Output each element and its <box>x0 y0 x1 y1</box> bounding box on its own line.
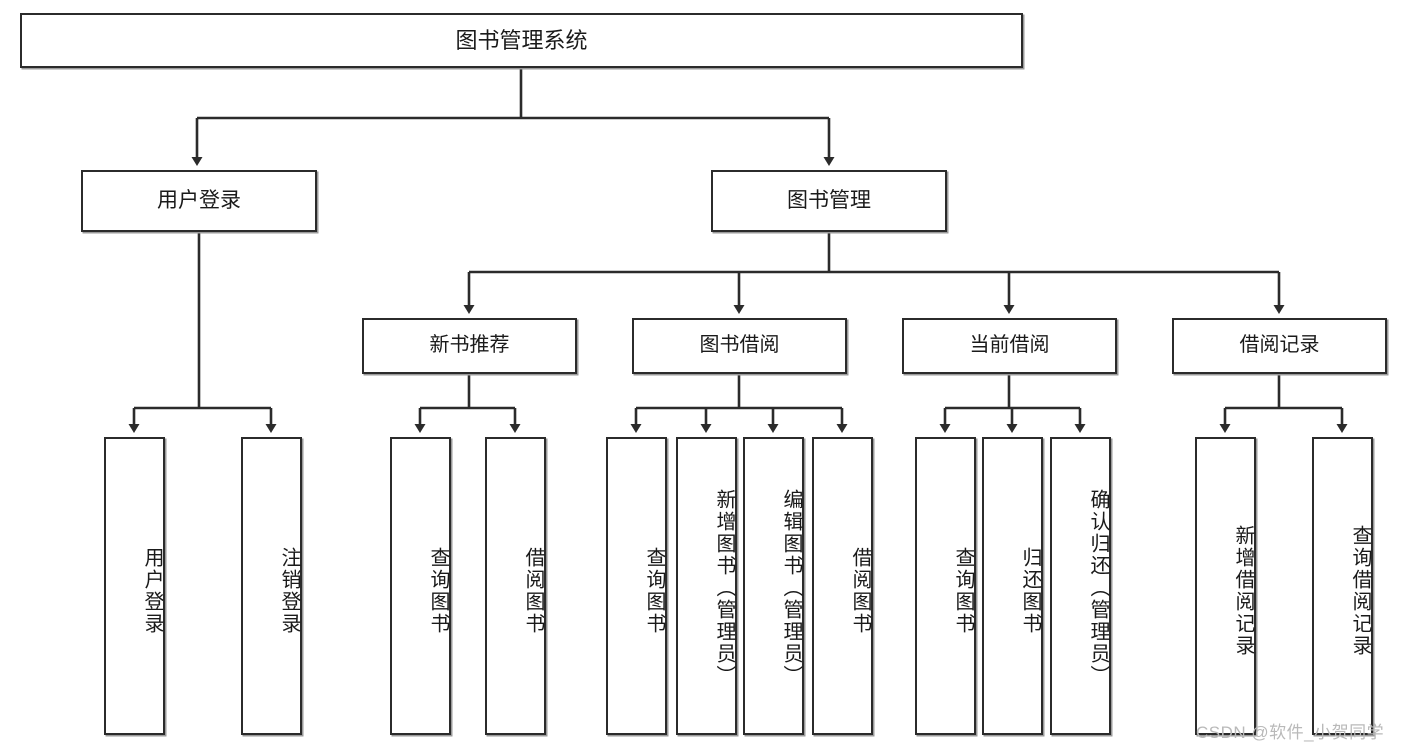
node-leaf-add-book[interactable]: 新增图书（管理员） <box>676 437 737 735</box>
node-leaf-edit-book[interactable]: 编辑图书（管理员） <box>743 437 804 735</box>
node-current-borrow[interactable]: 当前借阅 <box>902 318 1117 374</box>
node-leaf-confirm-return[interactable]: 确认归还（管理员） <box>1050 437 1111 735</box>
node-new-book-rec[interactable]: 新书推荐 <box>362 318 577 374</box>
node-leaf-user-logout[interactable]: 注销登录 <box>241 437 302 735</box>
node-leaf-user-login[interactable]: 用户登录 <box>104 437 165 735</box>
node-leaf-query-book-3[interactable]: 查询图书 <box>915 437 976 735</box>
node-borrow-record[interactable]: 借阅记录 <box>1172 318 1387 374</box>
node-leaf-borrow-book-1[interactable]: 借阅图书 <box>485 437 546 735</box>
node-leaf-query-book-1[interactable]: 查询图书 <box>390 437 451 735</box>
node-leaf-return-book[interactable]: 归还图书 <box>982 437 1043 735</box>
node-leaf-query-record[interactable]: 查询借阅记录 <box>1312 437 1373 735</box>
node-leaf-borrow-book-2[interactable]: 借阅图书 <box>812 437 873 735</box>
node-user-login[interactable]: 用户登录 <box>81 170 317 232</box>
node-book-manage[interactable]: 图书管理 <box>711 170 947 232</box>
csdn-watermark: CSDN @软件_小贺同学 <box>1196 723 1385 742</box>
node-leaf-query-book-2[interactable]: 查询图书 <box>606 437 667 735</box>
node-root[interactable]: 图书管理系统 <box>20 13 1023 68</box>
node-leaf-add-record[interactable]: 新增借阅记录 <box>1195 437 1256 735</box>
node-book-borrow[interactable]: 图书借阅 <box>632 318 847 374</box>
